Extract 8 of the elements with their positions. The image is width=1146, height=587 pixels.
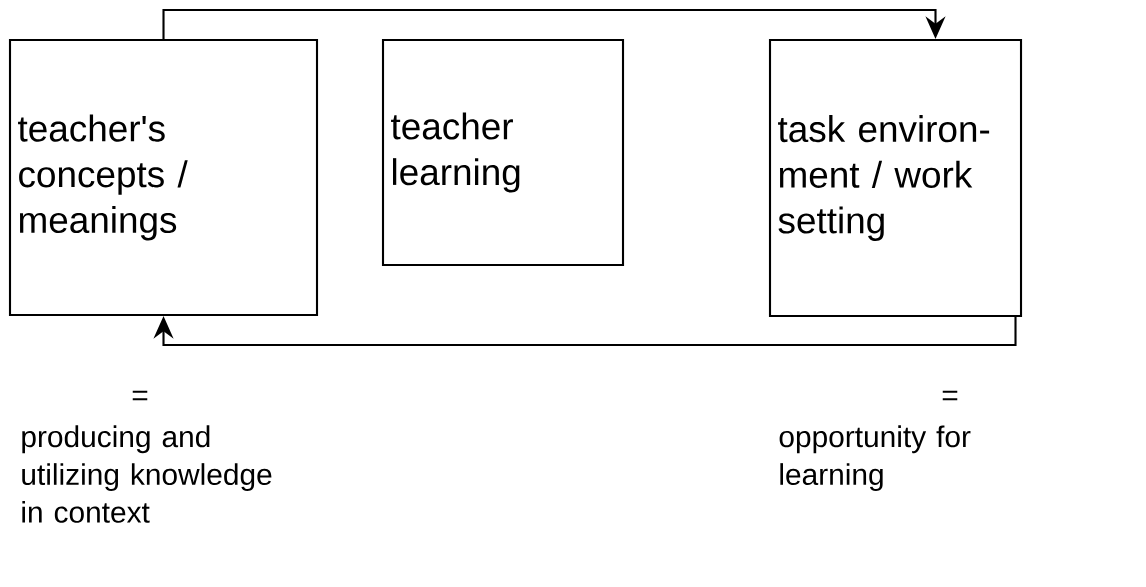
arrow <box>162 8 946 39</box>
note-text: = <box>942 390 958 401</box>
concept-box: teacher's concepts / meanings <box>8 38 319 317</box>
concept-box: task environ- ment / work setting <box>768 38 1023 318</box>
note-text: producing and utilizing knowledge in context <box>22 425 272 523</box>
note-text: opportunity for learning <box>779 425 971 491</box>
note-text: = <box>132 390 148 401</box>
concept-box: teacher learning <box>381 38 625 267</box>
